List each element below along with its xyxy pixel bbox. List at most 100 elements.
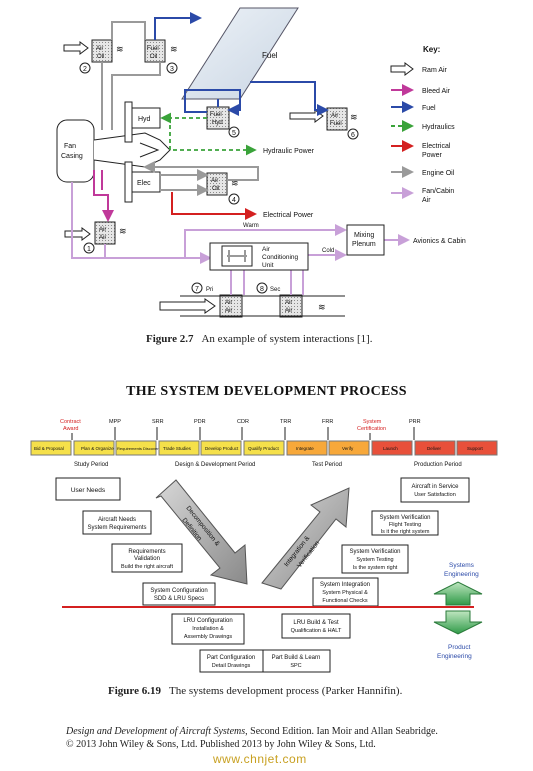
svg-text:Power: Power: [422, 152, 443, 159]
milestones: Contract Award MPP SRR PDR CDR TRR FRR S…: [60, 419, 421, 432]
figure-2-7: Fuel Fan Casing Hyd Elec Air Oil ≋ Fuel …: [56, 7, 466, 318]
svg-text:Award: Award: [63, 426, 79, 432]
svg-text:Contract: Contract: [60, 419, 81, 425]
air-air-exchanger-1: Air Air ≋: [94, 221, 127, 245]
book-edition: , Second Edition. Ian Moir and Allan Sea…: [245, 726, 438, 737]
fuel-tank: [181, 7, 299, 100]
svg-text:Design & Development Period: Design & Development Period: [175, 462, 255, 468]
svg-text:Trade Studies: Trade Studies: [163, 446, 192, 451]
ram-air-arrow-3: [64, 227, 91, 241]
svg-text:Plenum: Plenum: [352, 241, 376, 248]
down-green-arrow: [433, 610, 483, 635]
svg-text:Aircraft Needs: Aircraft Needs: [98, 517, 136, 523]
svg-text:Air: Air: [285, 300, 292, 306]
svg-text:System Integration: System Integration: [320, 582, 370, 588]
svg-text:Assembly Drawings: Assembly Drawings: [184, 634, 233, 640]
svg-text:Detail Drawings: Detail Drawings: [212, 663, 251, 669]
svg-text:System Verification: System Verification: [349, 549, 400, 555]
svg-text:Electrical: Electrical: [422, 143, 451, 150]
electrical-power-label: Electrical Power: [263, 212, 314, 219]
decomposition-arrow: [155, 479, 248, 585]
svg-text:Hydraulics: Hydraulics: [422, 124, 455, 131]
svg-text:Engineering: Engineering: [437, 653, 472, 660]
svg-text:Fuel: Fuel: [210, 112, 222, 118]
phase-bar: Bid & Proposal Plan & Organize Requireme…: [30, 440, 498, 456]
svg-text:SRR: SRR: [152, 419, 164, 425]
fuel-oil-exchanger-3: Fuel Oil ≋: [144, 39, 178, 63]
fan-casing: [56, 119, 95, 183]
svg-text:Oil: Oil: [150, 54, 157, 60]
marker-5: [228, 126, 240, 138]
svg-text:Air: Air: [99, 227, 106, 233]
svg-text:1: 1: [87, 246, 91, 253]
svg-text:Production Period: Production Period: [414, 462, 462, 468]
periods: Study Period Design & Development Period…: [74, 462, 462, 468]
lru-build-box: [281, 613, 351, 639]
marker-7: [191, 282, 203, 294]
svg-text:Is the system right: Is the system right: [353, 565, 398, 571]
svg-text:≋: ≋: [350, 112, 358, 122]
pri-label: Pri: [206, 287, 213, 293]
svg-text:Aircraft in Service: Aircraft in Service: [411, 484, 459, 490]
ram-air-arrow-4: [159, 298, 216, 314]
svg-text:LRU Build & Test: LRU Build & Test: [293, 620, 339, 626]
key-legend: Key: Ram Air Bleed Air Fuel Hydraulics E…: [390, 45, 455, 204]
svg-text:PRR: PRR: [409, 419, 421, 425]
system-verification-flight-box: [371, 510, 439, 536]
fan-casing-label-1: Fan: [64, 143, 76, 150]
svg-text:Air: Air: [225, 308, 232, 314]
warm-label: Warm: [243, 223, 259, 229]
svg-text:≋: ≋: [119, 226, 127, 236]
svg-text:Part Configuration: Part Configuration: [207, 655, 255, 661]
svg-text:Fan/Cabin: Fan/Cabin: [422, 188, 454, 195]
svg-text:Key:: Key:: [423, 45, 440, 54]
svg-text:Fuel: Fuel: [147, 46, 159, 52]
fuel-lines: [154, 12, 329, 116]
marker-4: [228, 193, 240, 205]
svg-text:7: 7: [195, 286, 199, 293]
svg-text:8: 8: [260, 286, 264, 293]
system-integration-box: [312, 577, 379, 607]
cold-label: Cold: [322, 248, 334, 254]
svg-text:Air: Air: [96, 46, 103, 52]
svg-text:System: System: [363, 419, 382, 425]
watermark: www.chnjet.com: [213, 752, 307, 766]
footer-line-2: © 2013 John Wiley & Sons, Ltd. Published…: [66, 739, 376, 750]
svg-text:Air: Air: [99, 235, 106, 241]
svg-text:User Needs: User Needs: [71, 487, 106, 494]
hyd-box: [124, 101, 133, 143]
air-oil-exchanger-4: Air Oil ≋: [206, 172, 239, 196]
svg-text:Bid & Proposal: Bid & Proposal: [34, 446, 64, 451]
svg-text:Flight Testing: Flight Testing: [389, 522, 421, 528]
svg-text:4: 4: [232, 197, 236, 204]
svg-text:LRU Configuration: LRU Configuration: [183, 618, 232, 624]
svg-text:Air: Air: [285, 308, 292, 314]
cabin-air-lines: [71, 182, 410, 295]
svg-text:User Satisfaction: User Satisfaction: [414, 492, 456, 498]
svg-text:Requirements: Requirements: [128, 549, 165, 555]
svg-text:MPP: MPP: [109, 419, 121, 425]
svg-text:Air: Air: [262, 246, 271, 253]
svg-text:Product: Product: [448, 644, 471, 651]
svg-text:Mixing: Mixing: [354, 232, 374, 239]
figure-6-19: Contract Award MPP SRR PDR CDR TRR FRR S…: [30, 419, 498, 673]
svg-text:System Verification: System Verification: [379, 515, 430, 521]
svg-text:2: 2: [83, 66, 87, 73]
svg-text:Deliver: Deliver: [427, 446, 442, 451]
mixing-plenum: [346, 224, 385, 256]
svg-text:Air: Air: [211, 178, 218, 184]
marker-2: [79, 62, 91, 74]
svg-text:≋: ≋: [116, 44, 124, 54]
system-configuration-box: [142, 582, 216, 606]
fuel-tank-label: Fuel: [262, 51, 278, 60]
svg-text:Requirements Discovery: Requirements Discovery: [117, 446, 161, 451]
air-fuel-exchanger-6: Air Fuel ≋: [326, 107, 358, 131]
hydraulic-power-label: Hydraulic Power: [263, 148, 315, 155]
aircraft-needs-box: [82, 510, 152, 535]
svg-text:Part Build & Learn: Part Build & Learn: [272, 655, 321, 661]
svg-text:Qualify Product: Qualify Product: [248, 446, 280, 451]
svg-text:Verify: Verify: [342, 446, 354, 451]
svg-text:Air: Air: [225, 300, 232, 306]
